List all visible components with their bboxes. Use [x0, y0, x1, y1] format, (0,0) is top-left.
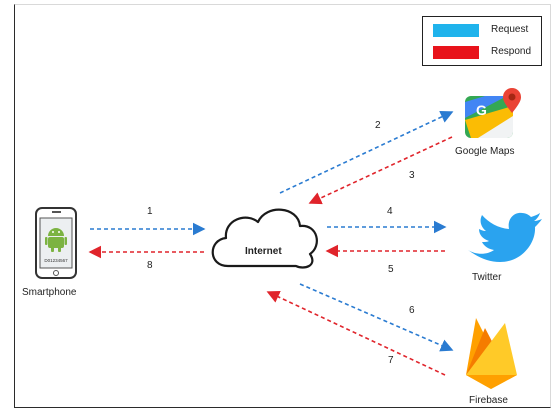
- cloud-icon: [211, 208, 318, 269]
- google-maps-label: Google Maps: [455, 146, 515, 157]
- legend-request-swatch: [433, 24, 479, 37]
- google-maps-icon: G: [465, 88, 521, 138]
- svg-text:G: G: [476, 102, 487, 118]
- phone-screen-text: D01234567: [44, 258, 68, 263]
- smartphone-icon: D01234567: [35, 207, 77, 279]
- diagram-frame: [14, 4, 551, 408]
- internet-label: Internet: [245, 246, 282, 257]
- step-number-7: 7: [388, 355, 394, 366]
- twitter-label: Twitter: [472, 272, 502, 283]
- step-number-2: 2: [375, 120, 381, 131]
- legend-request-label: Request: [491, 24, 529, 35]
- arrow-step-3: [308, 136, 453, 205]
- firebase-icon: [466, 318, 517, 389]
- legend-respond-swatch: [433, 46, 479, 59]
- step-number-4: 4: [387, 206, 393, 217]
- arrow-step-2: [279, 110, 454, 194]
- twitter-bird-icon: [468, 212, 542, 262]
- step-number-5: 5: [388, 264, 394, 275]
- legend-respond-label: Respond: [491, 46, 532, 57]
- step-number-8: 8: [147, 260, 153, 271]
- firebase-label: Firebase: [469, 395, 508, 406]
- step-number-6: 6: [409, 305, 415, 316]
- android-logo-icon: [45, 228, 67, 252]
- step-number-3: 3: [409, 170, 415, 181]
- smartphone-label: Smartphone: [22, 287, 77, 298]
- legend-box: Request Respond: [422, 16, 542, 66]
- step-number-1: 1: [147, 206, 153, 217]
- arrow-step-7: [266, 290, 446, 376]
